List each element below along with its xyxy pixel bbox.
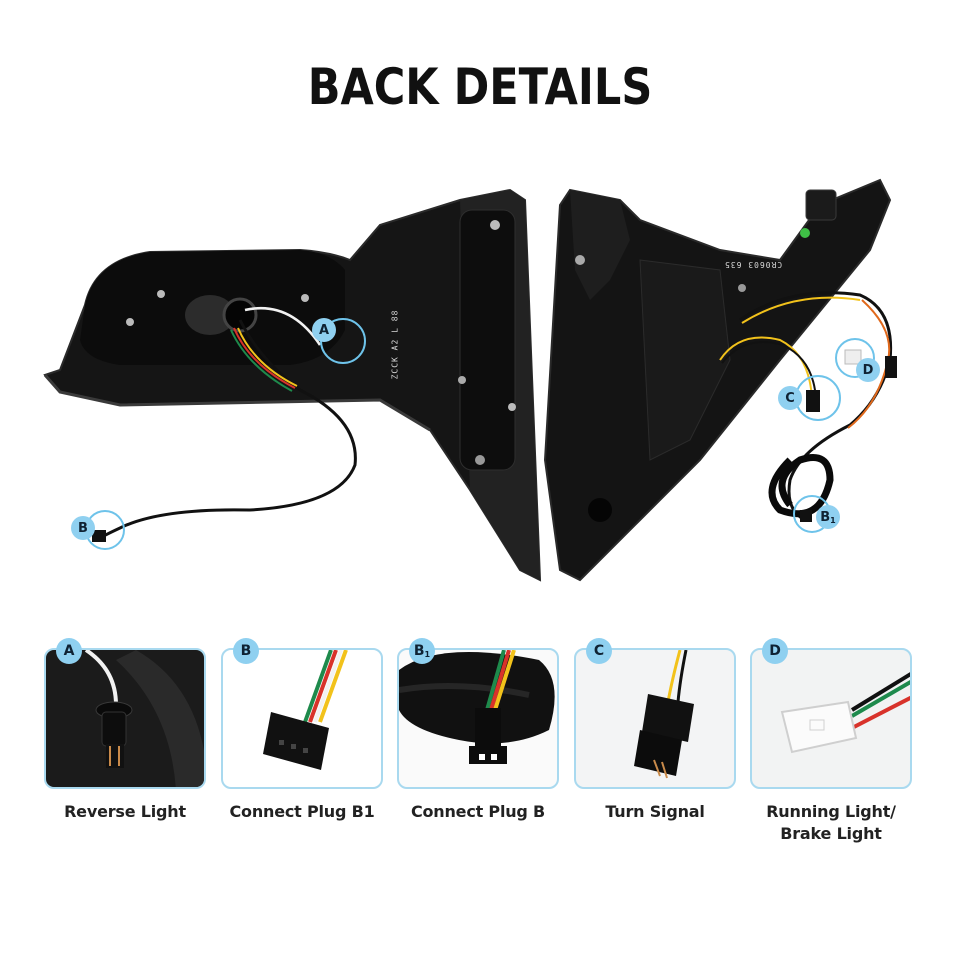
callout-badge-a: A — [312, 318, 336, 342]
detail-photo-turn-signal — [574, 648, 736, 789]
detail-card-connect-plug-b1: B Connect Plug B1 — [221, 638, 383, 823]
callout-badge-b: B — [71, 516, 95, 540]
card-caption: Running Light/ Brake Light — [750, 801, 912, 845]
callout-badge-c: C — [778, 386, 802, 410]
detail-card-reverse-light: A Reverse Light — [44, 638, 206, 823]
card-badge-c: C — [586, 638, 612, 664]
card-caption: Connect Plug B1 — [229, 802, 375, 821]
card-caption-line-2: Brake Light — [780, 824, 882, 843]
right-housing-stamp: CR0603 635 — [724, 260, 783, 269]
tail-lights-illustration — [43, 178, 897, 582]
page-title: BACK DETAILS — [307, 58, 653, 116]
detail-cards: A Reverse Light B — [44, 638, 924, 858]
callout-ring-d — [835, 338, 875, 378]
card-badge-b: B — [233, 638, 259, 664]
detail-photo-plug-b — [397, 648, 559, 789]
callout-badge-d: D — [856, 358, 880, 382]
detail-photo-plug-b1 — [221, 648, 383, 789]
card-caption: Turn Signal — [605, 802, 705, 821]
card-badge-a: A — [56, 638, 82, 664]
card-caption: Connect Plug B — [410, 802, 546, 821]
card-caption-line-1: Running Light/ — [766, 802, 896, 821]
card-badge-d: D — [762, 638, 788, 664]
detail-photo-reverse-light — [44, 648, 206, 789]
detail-card-turn-signal: C Turn Signal — [574, 638, 736, 823]
detail-photo-running-brake-light — [750, 648, 912, 789]
right-tail-light-housing — [543, 178, 892, 582]
detail-card-running-brake-light: D Running Light/ Brake Light — [750, 638, 912, 845]
left-housing-stamp: ZCCK A2 L 88 — [390, 309, 400, 380]
card-caption: Reverse Light — [64, 802, 186, 821]
